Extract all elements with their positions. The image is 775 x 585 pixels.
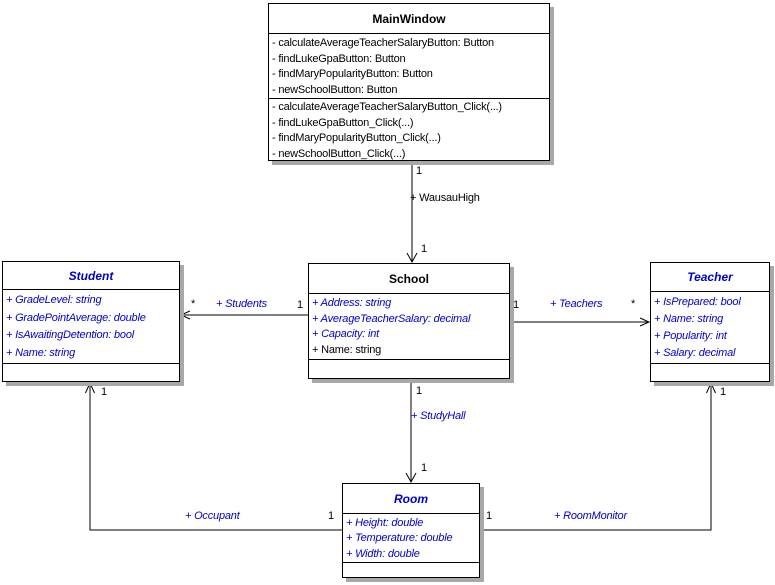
attribute-row: + Address: string	[312, 297, 392, 309]
class-title: MainWindow	[269, 4, 549, 34]
attribute-row: - newSchoolButton: Button	[272, 83, 398, 96]
attribute-row: + GradeLevel: string	[6, 294, 102, 306]
multiplicity-students-target: *	[191, 298, 196, 310]
method-row: - findMaryPopularityButton_Click(...)	[272, 132, 441, 144]
association-occupant-arrowhead[interactable]	[85, 381, 95, 394]
attribute-row: + Name: string	[6, 346, 76, 359]
multiplicity-wausauhigh-source: 1	[416, 165, 423, 177]
attribute-row: - findMaryPopularityButton: Button	[272, 68, 433, 80]
association-occupant-line[interactable]	[89, 383, 342, 531]
class-title: Student	[3, 262, 179, 290]
attributes-compartment: + Height: double + Temperature: double +…	[343, 514, 479, 563]
class-teacher[interactable]: Teacher + IsPrepared: bool + Name: strin…	[650, 262, 770, 382]
attribute-row: + GradePointAverage: double	[6, 311, 146, 324]
class-mainwindow[interactable]: MainWindow - calculateAverageTeacherSala…	[268, 3, 550, 161]
attribute-row: + Width: double	[346, 547, 420, 560]
class-room[interactable]: Room + Height: double + Temperature: dou…	[342, 483, 480, 578]
attribute-row: + Name: string	[312, 344, 382, 357]
association-label-teachers: + Teachers	[550, 298, 603, 310]
association-students-arrowhead[interactable]	[179, 310, 191, 320]
class-title: Teacher	[651, 263, 769, 292]
association-roommonitor-arrowhead[interactable]	[706, 381, 716, 394]
attribute-row: + Capacity: int	[312, 328, 380, 341]
attribute-row: + Height: double	[346, 517, 424, 529]
methods-compartment	[343, 563, 479, 577]
attribute-row: + Salary: decimal	[654, 347, 736, 359]
attributes-compartment: + GradeLevel: string + GradePointAverage…	[3, 290, 179, 364]
attributes-compartment: + IsPrepared: bool + Name: string + Popu…	[651, 292, 769, 364]
association-label-wausauhigh: + WausauHigh	[410, 192, 480, 204]
attributes-compartment: - calculateAverageTeacherSalaryButton: B…	[269, 34, 549, 99]
methods-compartment	[651, 364, 769, 381]
methods-compartment	[3, 364, 179, 381]
multiplicity-studyhall-target: 1	[421, 462, 428, 474]
association-teachers-arrowhead[interactable]	[639, 317, 651, 327]
methods-compartment: - calculateAverageTeacherSalaryButton_Cl…	[269, 99, 549, 160]
method-row: - calculateAverageTeacherSalaryButton_Cl…	[272, 101, 502, 113]
attribute-row: + Temperature: double	[346, 532, 453, 545]
multiplicity-wausauhigh-target: 1	[421, 243, 428, 255]
multiplicity-students-source: 1	[297, 299, 304, 311]
attribute-row: + IsAwaitingDetention: bool	[6, 329, 135, 341]
class-school[interactable]: School + Address: string + AverageTeache…	[308, 263, 510, 379]
multiplicity-occupant-source: 1	[328, 510, 335, 522]
association-label-students: + Students	[216, 298, 267, 310]
class-student[interactable]: Student + GradeLevel: string + GradePoin…	[2, 261, 180, 382]
method-row: - newSchoolButton_Click(...)	[272, 147, 406, 160]
attributes-compartment: + Address: string + AverageTeacherSalary…	[309, 294, 509, 360]
attribute-row: + Name: string	[654, 313, 724, 325]
class-title: School	[309, 264, 509, 294]
association-studyhall-arrowhead[interactable]	[405, 472, 417, 484]
multiplicity-teachers-source: 1	[513, 299, 520, 311]
association-roommonitor-line[interactable]	[480, 383, 712, 531]
multiplicity-occupant-target: 1	[101, 386, 108, 398]
method-row: - findLukeGpaButton_Click(...)	[272, 116, 414, 129]
attribute-row: + Popularity: int	[654, 330, 727, 342]
methods-compartment	[309, 360, 509, 378]
multiplicity-teachers-target: *	[631, 298, 636, 310]
association-label-roommonitor: + RoomMonitor	[554, 510, 627, 522]
association-wausauhigh-arrowhead[interactable]	[406, 252, 418, 264]
attribute-row: - findLukeGpaButton: Button	[272, 52, 406, 65]
association-label-occupant: + Occupant	[185, 510, 240, 522]
attribute-row: - calculateAverageTeacherSalaryButton: B…	[272, 37, 494, 49]
multiplicity-roommonitor-source: 1	[486, 510, 493, 522]
multiplicity-studyhall-source: 1	[416, 385, 423, 397]
attribute-row: + AverageTeacherSalary: decimal	[312, 312, 471, 325]
class-title: Room	[343, 484, 479, 514]
association-label-studyhall: + StudyHall	[411, 410, 466, 422]
attribute-row: + IsPrepared: bool	[654, 296, 741, 308]
multiplicity-roommonitor-target: 1	[720, 386, 727, 398]
